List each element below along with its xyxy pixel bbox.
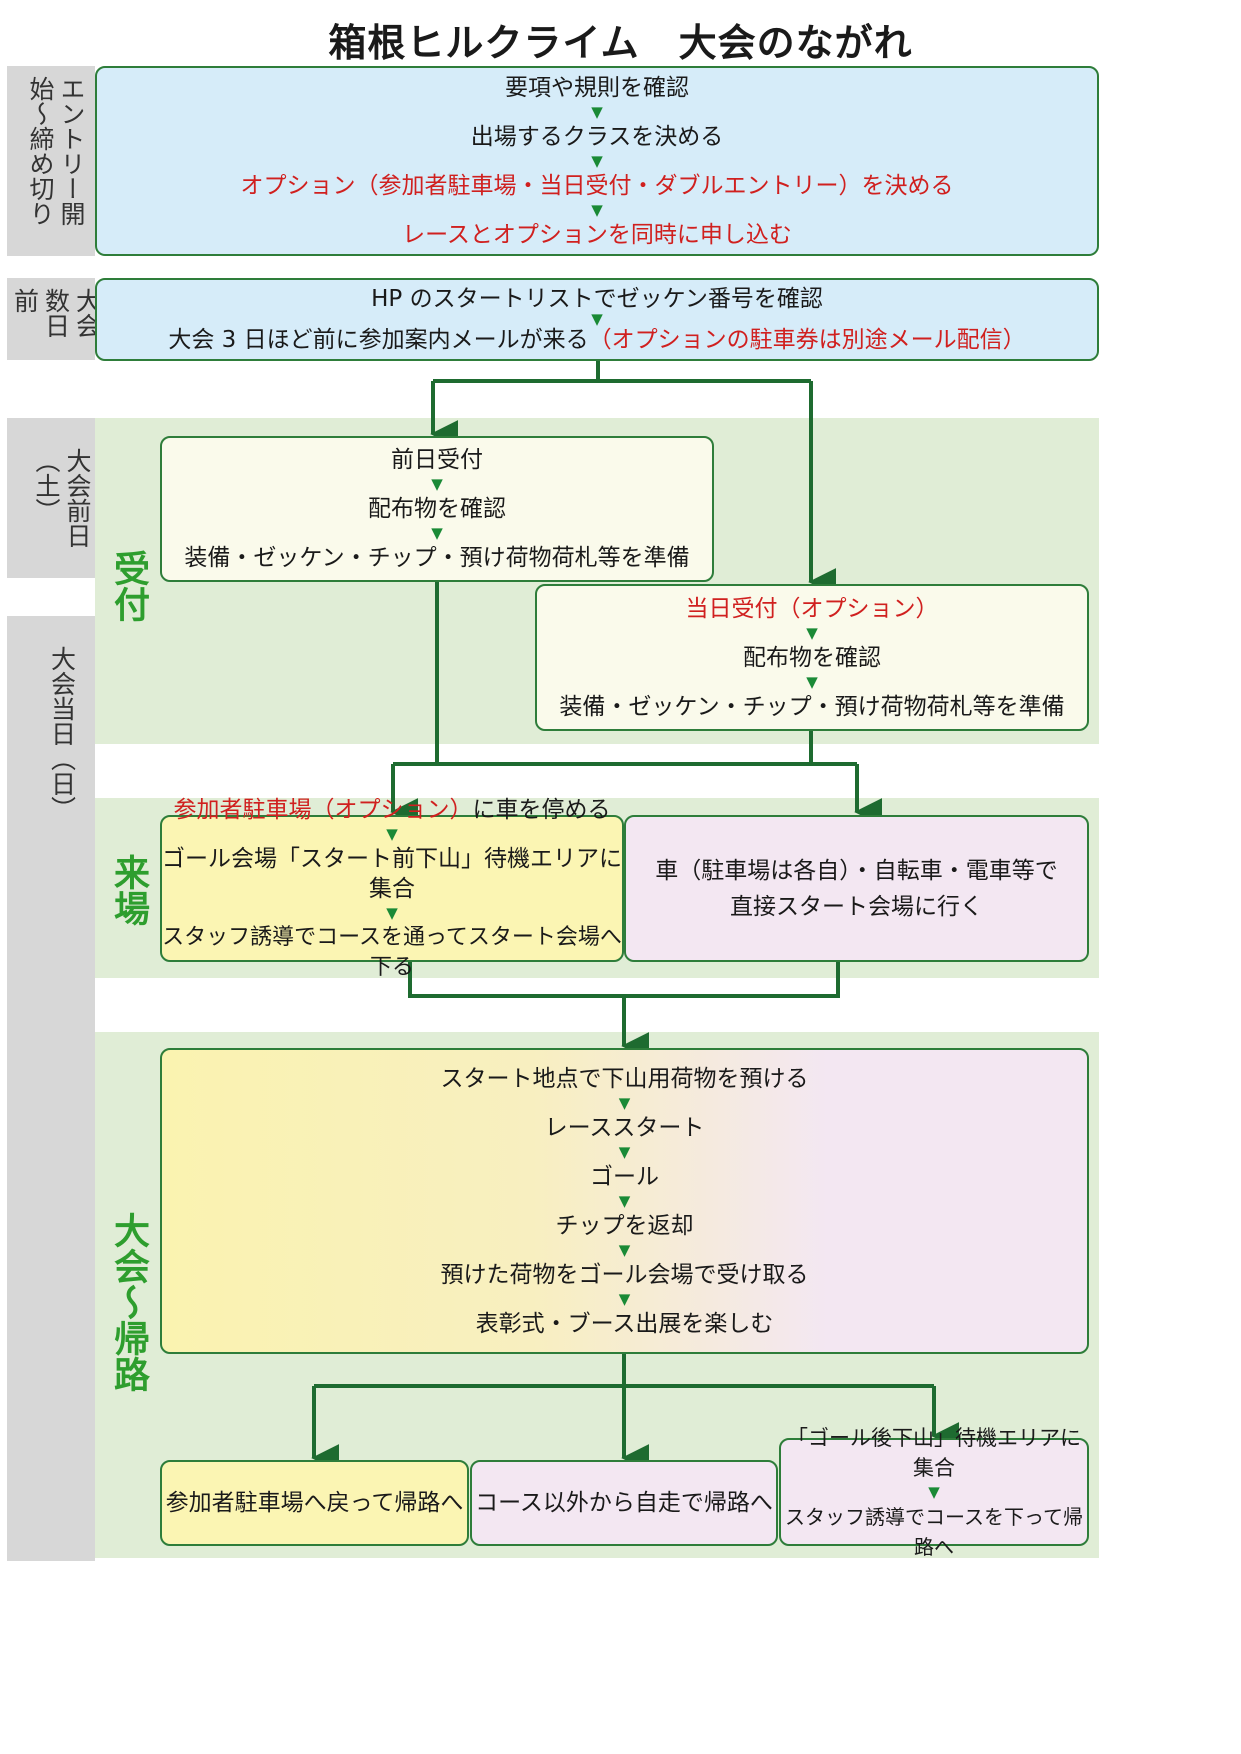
stage-label-reception: 受付 xyxy=(108,550,149,622)
return-parking-label: 参加者駐車場へ戻って帰路へ xyxy=(165,1490,464,1516)
return-self-label: コース以外から自走で帰路へ xyxy=(475,1490,773,1516)
return-wait-step-2: スタッフ誘導でコースを下って帰路へ xyxy=(785,1504,1083,1559)
entry-step-4: レースとオプションを同時に申し込む xyxy=(402,221,792,248)
prev-day-step-3: 装備・ゼッケン・チップ・預け荷物荷札等を準備 xyxy=(184,545,690,571)
down-arrow-icon: ▼ xyxy=(618,1093,631,1112)
park-car-label: に車を停める xyxy=(472,796,611,823)
entry-steps-box: 要項や規則を確認 ▼ 出場するクラスを決める ▼ オプション（参加者駐車場・当日… xyxy=(95,66,1099,256)
prev-day-reception-box: 前日受付 ▼ 配布物を確認 ▼ 装備・ゼッケン・チップ・預け荷物荷札等を準備 xyxy=(160,436,714,582)
page-title: 箱根ヒルクライム 大会のながれ xyxy=(328,21,913,65)
down-arrow-icon: ▼ xyxy=(618,1289,631,1308)
days-before-step-1: HP のスタートリストでゼッケン番号を確認 xyxy=(371,286,823,312)
same-day-step-3: 装備・ゼッケン・チップ・預け荷物荷札等を準備 xyxy=(559,693,1065,720)
parking-step-2: ゴール会場「スタート前下山」待機エリアに集合 xyxy=(162,845,622,902)
race-step-2: レーススタート xyxy=(544,1114,705,1141)
down-arrow-icon: ▼ xyxy=(618,1142,631,1161)
entry-step-2: 出場するクラスを決める xyxy=(470,123,724,150)
prev-day-step-1: 前日受付 xyxy=(391,447,483,473)
same-day-reception-box: 当日受付（オプション） ▼ 配布物を確認 ▼ 装備・ゼッケン・チップ・預け荷物荷… xyxy=(535,584,1089,731)
down-arrow-icon: ▼ xyxy=(618,1240,631,1259)
side-label-day-of: 大会当日（日） xyxy=(7,616,95,1561)
race-step-1: スタート地点で下山用荷物を預ける xyxy=(440,1065,809,1092)
entry-step-3: オプション（参加者駐車場・当日受付・ダブルエントリー）を決める xyxy=(240,172,954,199)
race-step-6: 表彰式・ブース出展を楽しむ xyxy=(475,1310,774,1337)
down-arrow-icon: ▼ xyxy=(618,1191,631,1210)
return-parking-box: 参加者駐車場へ戻って帰路へ xyxy=(160,1460,469,1546)
days-before-step-2: 大会 3 日ほど前に参加案内メールが来る（オプションの駐車券は別途メール配信） xyxy=(168,325,1025,355)
side-label-entry: エントリー開始～締め切り xyxy=(7,66,95,256)
parking-arrival-box: 参加者駐車場（オプション）に車を停める ▼ ゴール会場「スタート前下山」待機エリ… xyxy=(160,797,624,980)
mail-notice: 大会 3 日ほど前に参加案内メールが来る xyxy=(168,327,589,353)
direct-line-2: 直接スタート会場に行く xyxy=(730,893,983,920)
prev-day-step-2: 配布物を確認 xyxy=(368,496,506,522)
return-self-box: コース以外から自走で帰路へ xyxy=(470,1460,778,1546)
race-step-3: ゴール xyxy=(590,1163,659,1190)
stage-label-race: 大会～帰路 xyxy=(108,1212,149,1392)
down-arrow-icon: ▼ xyxy=(928,1482,940,1501)
down-arrow-icon: ▼ xyxy=(591,200,603,219)
return-wait-box: 「ゴール後下山」待機エリアに集合 ▼ スタッフ誘導でコースを下って帰路へ xyxy=(779,1426,1089,1559)
parking-option-label: 参加者駐車場（オプション） xyxy=(173,796,473,823)
down-arrow-icon: ▼ xyxy=(386,903,398,922)
direct-arrival-box: 車（駐車場は各自）・自転車・電車等で 直接スタート会場に行く xyxy=(624,815,1089,962)
same-day-step-2: 配布物を確認 xyxy=(743,644,881,671)
entry-step-1: 要項や規則を確認 xyxy=(505,74,689,101)
down-arrow-icon: ▼ xyxy=(431,475,443,493)
down-arrow-icon: ▼ xyxy=(431,524,443,542)
race-step-4: チップを返却 xyxy=(555,1212,694,1239)
down-arrow-icon: ▼ xyxy=(591,310,603,328)
race-step-5: 預けた荷物をゴール会場で受け取る xyxy=(440,1261,809,1288)
race-steps-box: スタート地点で下山用荷物を預ける ▼ レーススタート ▼ ゴール ▼ チップを返… xyxy=(160,1048,1089,1354)
same-day-step-1: 当日受付（オプション） xyxy=(685,595,939,622)
down-arrow-icon: ▼ xyxy=(591,102,603,121)
return-wait-step-1: 「ゴール後下山」待機エリアに集合 xyxy=(787,1425,1081,1480)
direct-line-1: 車（駐車場は各自）・自転車・電車等で xyxy=(655,857,1058,884)
parking-step-3: スタッフ誘導でコースを通ってスタート会場へ下る xyxy=(162,924,622,980)
down-arrow-icon: ▼ xyxy=(806,672,818,691)
down-arrow-icon: ▼ xyxy=(806,623,818,642)
down-arrow-icon: ▼ xyxy=(386,824,398,843)
down-arrow-icon: ▼ xyxy=(591,151,603,170)
days-before-box: HP のスタートリストでゼッケン番号を確認 ▼ 大会 3 日ほど前に参加案内メー… xyxy=(95,278,1099,361)
side-label-day-before: 大会前日（土） xyxy=(7,418,95,578)
parking-step-1: 参加者駐車場（オプション）に車を停める xyxy=(174,795,611,825)
stage-label-arrival: 来場 xyxy=(108,854,149,926)
parking-ticket-note: （オプションの駐車券は別途メール配信） xyxy=(588,327,1026,353)
